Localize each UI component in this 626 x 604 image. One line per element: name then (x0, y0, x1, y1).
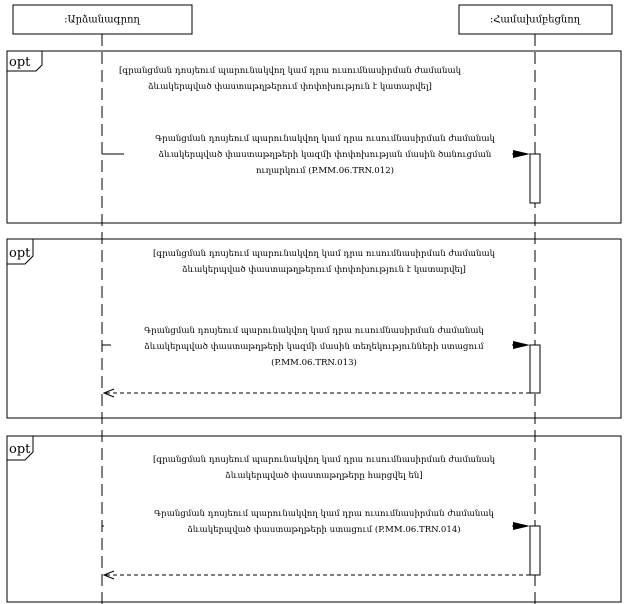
guard-line-1: [գրանցման դոսյեում պարունակվող կամ դրա ո… (153, 455, 496, 465)
right-lifeline-label: :Համախմբեցնող (490, 15, 581, 26)
left-lifeline-box (12, 4, 193, 35)
fragment-tag (6, 50, 43, 72)
message-line-3: (P.MM.06.TRN.013) (271, 357, 357, 368)
fragment-frame (6, 435, 622, 603)
left-lifeline-label: :Արձանագրող (64, 15, 140, 26)
opt-fragment: opt [գրանցման դոսյեում պարունակվող կամ դ… (6, 238, 622, 419)
message-line-2: ձևակերպված փաստաթղթերի ստացում (P.MM.06.… (187, 524, 460, 535)
arrowhead (513, 341, 530, 349)
message-line-2: ձևակերպված փաստաթղթերի կազմի փոփոխության… (159, 149, 492, 160)
fragment-tag (6, 238, 34, 265)
fragment-frame (6, 238, 622, 419)
fragment-tag-label: opt (9, 442, 31, 457)
message-line-3: ուղարկում (P.MM.06.TRN.012) (256, 165, 394, 176)
opt-fragment: opt [գրանցման դոսյեում պարունակվող կամ դ… (6, 435, 622, 603)
arrowhead (513, 150, 530, 158)
right-lifeline-box (458, 4, 613, 35)
message-line-2: ձևակերպված փաստաթղթերի կազմի մասին տեղեկ… (144, 341, 484, 352)
fragment-tag-label: opt (9, 246, 31, 261)
activation-bar (529, 525, 541, 576)
reply-arrowhead (102, 570, 115, 580)
message-line-1: Գրանցման դոսյեում պարունակվող կամ դրա ու… (155, 134, 495, 144)
message-line-1: Գրանցման դոսյեում պարունակվող կամ դրա ու… (154, 509, 494, 519)
fragment-tag-label: opt (9, 55, 31, 70)
message-line-1: Գրանցման դոսյեում պարունակվող կամ դրա ու… (144, 326, 484, 336)
activation-bar (529, 344, 541, 394)
fragment-frame (6, 50, 622, 224)
guard-line-2: ձևակերպված փաստաթղթերում փոփոխություն է … (182, 264, 466, 275)
arrowhead (513, 522, 530, 530)
guard-line-2: ձևակերպված փաստաթղթերը հարցվել են] (225, 470, 422, 481)
guard-line-2: ձևակերպված փաստաթղթերում փոփոխություն է … (148, 81, 432, 92)
guard-line-1: [գրանցման դոսյեում պարունակվող կամ դրա ո… (119, 66, 462, 76)
opt-fragment: opt [գրանցման դոսյեում պարունակվող կամ դ… (6, 50, 622, 224)
reply-arrowhead (102, 388, 115, 398)
activation-bar (529, 153, 541, 204)
guard-line-1: [գրանցման դոսյեում պարունակվող կամ դրա ո… (153, 249, 496, 259)
fragment-tag (6, 435, 34, 461)
